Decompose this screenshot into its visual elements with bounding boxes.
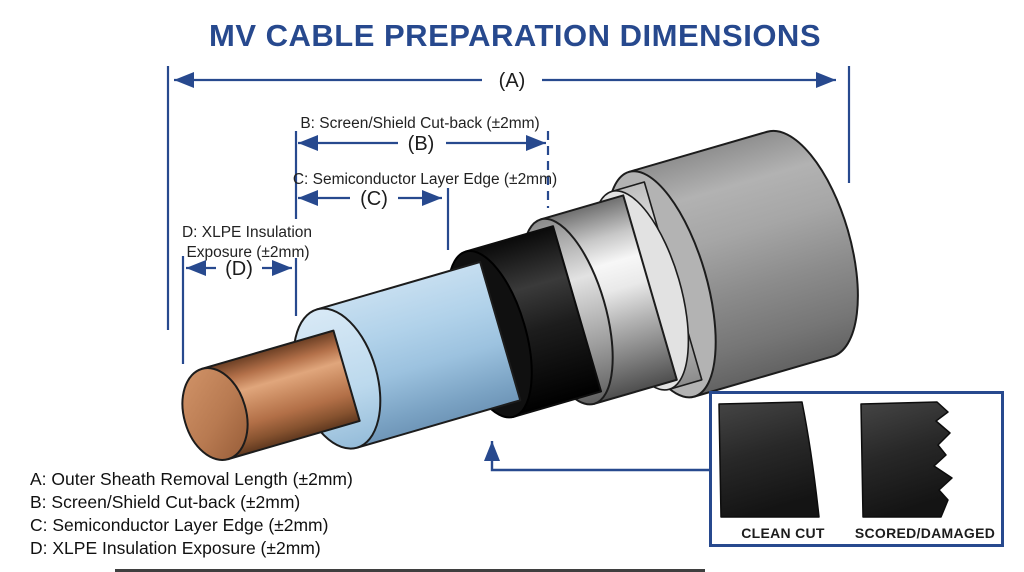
dimension-d [181,256,298,364]
cable-illustration [181,129,859,461]
scored-damaged-sample [860,401,953,518]
cut-quality-callout-arrow [484,441,710,472]
page-title: MV CABLE PREPARATION DIMENSIONS [209,18,821,53]
clean-cut-sample [718,401,820,518]
legend-item-a: A: Outer Sheath Removal Length (±2mm) [30,469,353,489]
dim-d-description-line2: Exposure (±2mm) [186,244,309,261]
dim-b-callout: (B) [408,133,435,155]
clean-cut-label: CLEAN CUT [741,525,825,541]
dimension-b [294,131,550,219]
legend-item-d: D: XLPE Insulation Exposure (±2mm) [30,538,321,558]
legend-item-c: C: Semiconductor Layer Edge (±2mm) [30,515,328,535]
scored-damaged-label: SCORED/DAMAGED [855,525,995,541]
dim-d-description-line1: D: XLPE Insulation [182,224,312,241]
dim-c-callout: (C) [360,188,388,210]
copper-conductor-tip [181,367,249,461]
legend: A: Outer Sheath Removal Length (±2mm) B:… [30,469,353,558]
dimension-c [298,188,450,250]
bottom-cropped-bar [115,569,705,572]
dim-c-description: C: Semiconductor Layer Edge (±2mm) [293,171,557,188]
dim-b-description: B: Screen/Shield Cut-back (±2mm) [300,115,539,132]
dimension-a [166,66,851,330]
cut-quality-inset: CLEAN CUT SCORED/DAMAGED [709,391,1004,547]
dim-a-callout: (A) [499,70,526,92]
dim-d-callout: (D) [225,258,253,280]
legend-item-b: B: Screen/Shield Cut-back (±2mm) [30,492,300,512]
